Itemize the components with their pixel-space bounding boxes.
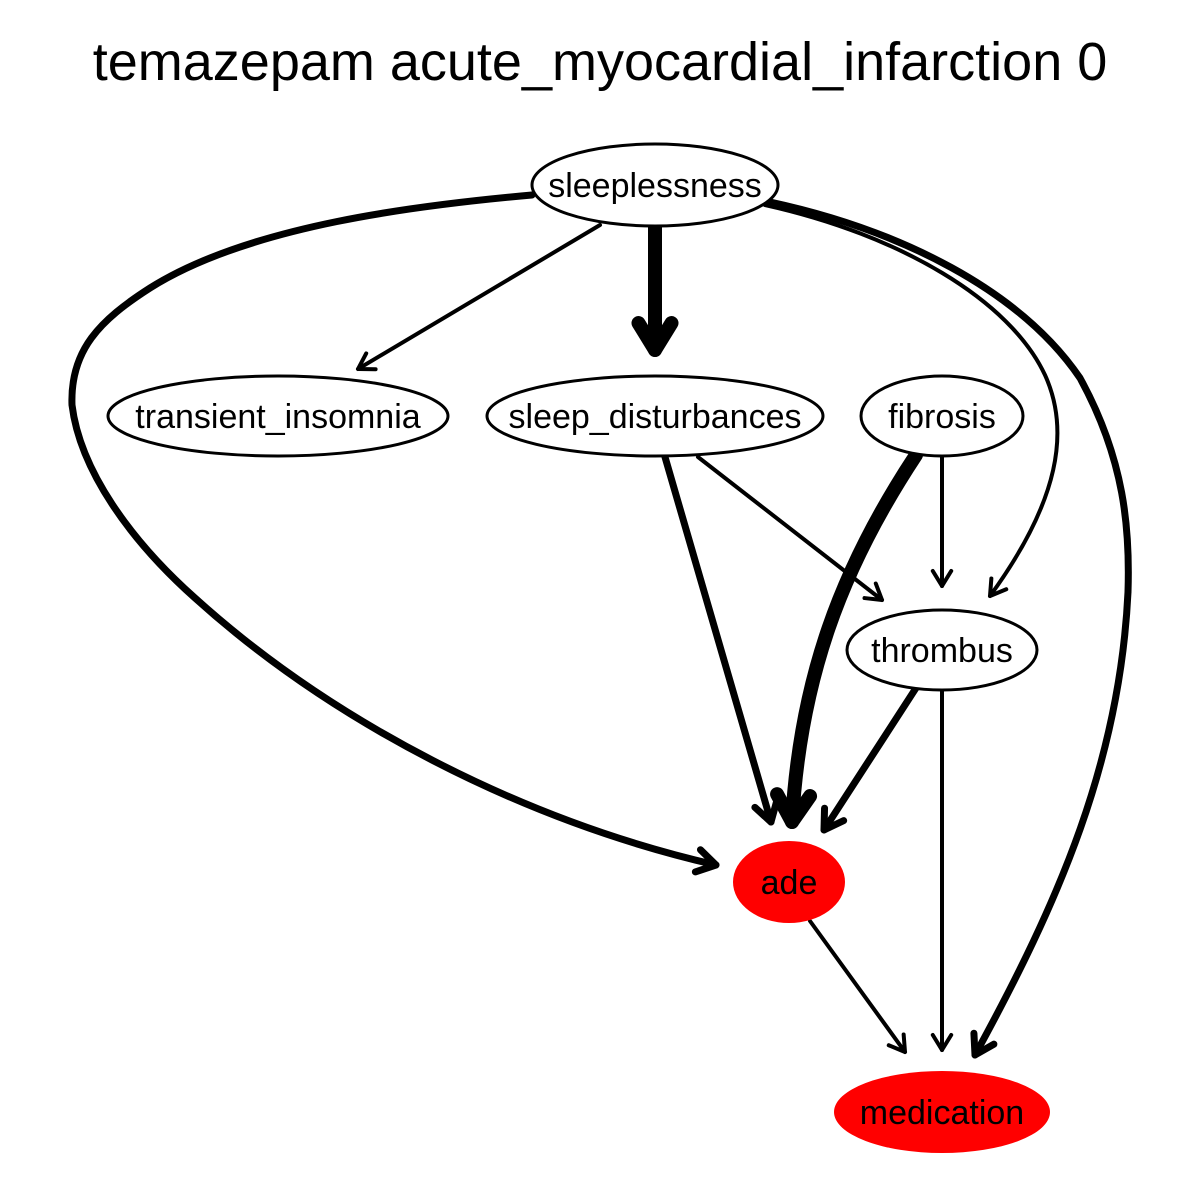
node-sleeplessness: sleeplessness [530, 142, 780, 228]
node-medication: medication [834, 1071, 1050, 1153]
arrowhead-sleep_disturbances-to-ade [751, 797, 781, 826]
edge-thrombus-to-ade [820, 684, 920, 834]
arrowhead-thrombus-to-ade [820, 804, 848, 834]
node-ade: ade [733, 841, 845, 923]
node-fibrosis-shape [859, 374, 1025, 458]
node-sleeplessness-label: sleeplessness [548, 167, 762, 205]
node-thrombus-label: thrombus [871, 632, 1013, 670]
arrowhead-sleep_disturbances-to-thrombus [862, 581, 884, 602]
node-medication-shape [834, 1071, 1050, 1153]
edges-layer [68, 191, 1132, 1059]
arrowhead-sleeplessness-to-thrombus [988, 576, 1009, 598]
node-thrombus: thrombus [845, 608, 1039, 692]
edge-fibrosis-to-ade [785, 448, 923, 829]
node-sleep_disturbances-label: sleep_disturbances [509, 398, 802, 436]
node-transient_insomnia-shape [106, 374, 450, 458]
edge-sleeplessness-to-transient_insomnia [356, 223, 602, 371]
nodes-layer: sleeplessness transient_insomnia sleep_dis… [106, 142, 1050, 1153]
node-sleep_disturbances: sleep_disturbances [485, 374, 825, 458]
node-ade-label: ade [761, 864, 818, 902]
arrowhead-thrombus-to-medication [930, 1033, 954, 1052]
edge-sleep_disturbances-to-ade [661, 453, 775, 826]
node-sleeplessness-shape [530, 142, 780, 228]
node-fibrosis-label: fibrosis [888, 398, 996, 436]
node-fibrosis: fibrosis [859, 374, 1025, 458]
arrowhead-fibrosis-to-ade [770, 787, 818, 829]
diagram-title: temazepam acute_myocardial_infarction 0 [92, 32, 1108, 92]
edge-sleeplessness-to-thrombus [763, 203, 1060, 598]
arrowhead-sleeplessness-to-transient_insomnia [356, 351, 378, 372]
node-transient_insomnia-label: transient_insomnia [135, 398, 420, 436]
node-ade-shape [733, 841, 845, 923]
node-thrombus-shape [845, 608, 1039, 692]
node-medication-label: medication [860, 1094, 1024, 1132]
edge-sleeplessness-to-medication [766, 198, 1132, 1059]
arrowhead-sleeplessness-to-ade [691, 846, 720, 876]
node-transient_insomnia: transient_insomnia [106, 374, 450, 458]
arrowhead-fibrosis-to-thrombus [930, 568, 954, 588]
arrowhead-ade-to-medication [886, 1032, 907, 1054]
edge-sleeplessness-to-ade [68, 191, 720, 869]
node-sleep_disturbances-shape [485, 374, 825, 458]
edge-ade-to-medication [808, 919, 907, 1054]
arrowhead-sleeplessness-to-sleep_disturbances [631, 316, 679, 357]
arrowhead-sleeplessness-to-medication [970, 1029, 998, 1059]
